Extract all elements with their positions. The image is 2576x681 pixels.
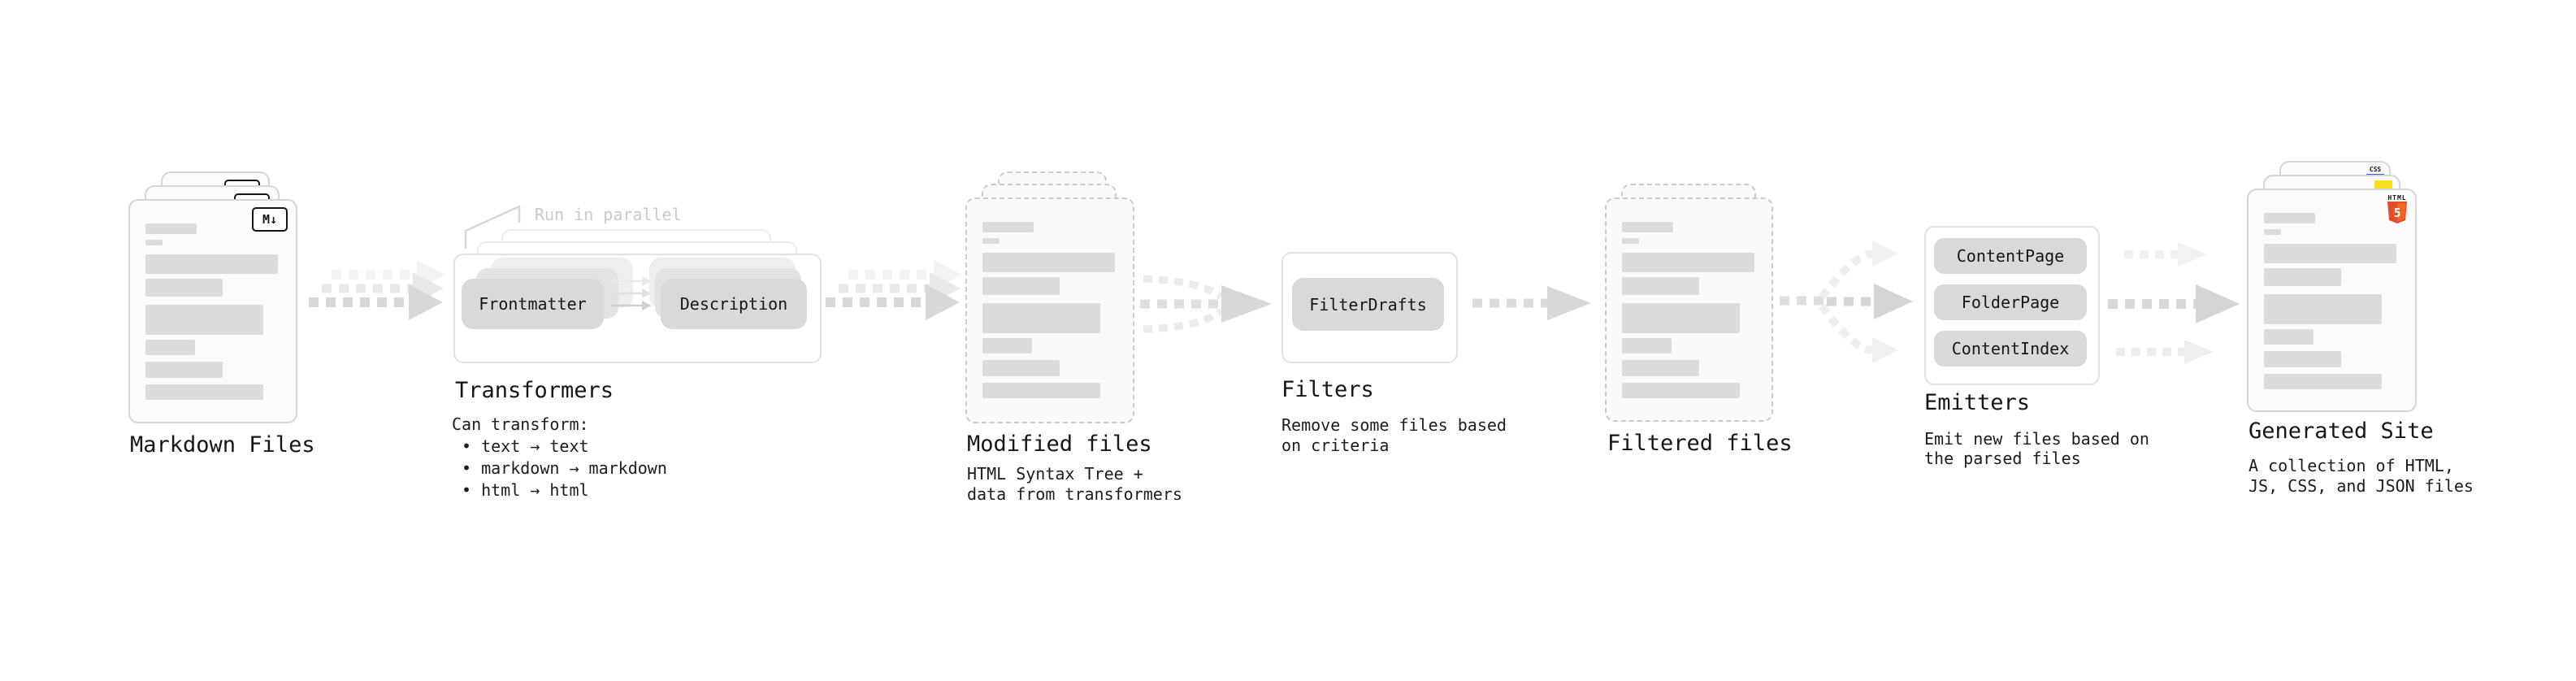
arrow-transformers-to-modified bbox=[826, 260, 962, 320]
caption-heading: Can transform: bbox=[452, 414, 589, 434]
emitter-contentindex-chip: ContentIndex bbox=[1934, 331, 2087, 367]
file-content-placeholder bbox=[130, 201, 296, 400]
caption-bullet: • text → text bbox=[462, 436, 589, 456]
stage-title: Emitters bbox=[1924, 390, 2031, 415]
arrow-filters-to-filtered bbox=[1472, 286, 1591, 320]
markdown-icon: M↓ bbox=[252, 207, 288, 232]
stage-title: Modified files bbox=[967, 432, 1152, 457]
stage-title: Filters bbox=[1281, 377, 1374, 402]
transformer-frontmatter-chip: Frontmatter bbox=[462, 279, 604, 329]
svg-text:5: 5 bbox=[2393, 206, 2400, 220]
file-content-placeholder bbox=[1607, 199, 1772, 398]
transformer-description-chip: Description bbox=[661, 279, 807, 329]
stage-caption: Emit new files based on the parsed files bbox=[1924, 429, 2149, 468]
file-content-placeholder bbox=[967, 199, 1133, 398]
run-in-parallel-annotation: Run in parallel bbox=[535, 205, 682, 224]
stage-title: Generated Site bbox=[2249, 419, 2434, 444]
arrow-emitters-to-site bbox=[2108, 242, 2240, 364]
stage-caption: Remove some files based on criteria bbox=[1281, 415, 1507, 455]
file-card bbox=[965, 197, 1134, 423]
parallel-step-arrows bbox=[611, 276, 652, 310]
stage-caption: HTML Syntax Tree + data from transformer… bbox=[967, 464, 1182, 504]
emitter-folderpage-chip: FolderPage bbox=[1934, 284, 2087, 320]
caption-bullet: • markdown → markdown bbox=[462, 458, 667, 478]
file-card bbox=[1605, 197, 1773, 422]
stage-title: Filtered files bbox=[1607, 431, 1793, 456]
caption-bullet: • html → html bbox=[462, 480, 589, 500]
arrow-filtered-to-emitters bbox=[1780, 241, 1913, 363]
filter-drafts-chip: FilterDrafts bbox=[1292, 278, 1444, 331]
stage-title: Transformers bbox=[455, 378, 614, 403]
arrow-markdown-to-transformers bbox=[309, 260, 445, 320]
html5-icon: HTML 5 bbox=[2387, 194, 2408, 224]
file-card: M↓ bbox=[128, 199, 297, 423]
stage-title: Markdown Files bbox=[130, 432, 315, 458]
file-card: HTML 5 bbox=[2247, 189, 2417, 412]
stage-caption: Can transform: • text → text • markdown … bbox=[452, 414, 667, 501]
stage-caption: A collection of HTML, JS, CSS, and JSON … bbox=[2249, 456, 2474, 496]
arrow-modified-to-filters bbox=[1140, 275, 1272, 333]
emitter-contentpage-chip: ContentPage bbox=[1934, 238, 2087, 274]
annotation-leader-line bbox=[464, 205, 521, 249]
file-content-placeholder bbox=[2249, 190, 2415, 389]
